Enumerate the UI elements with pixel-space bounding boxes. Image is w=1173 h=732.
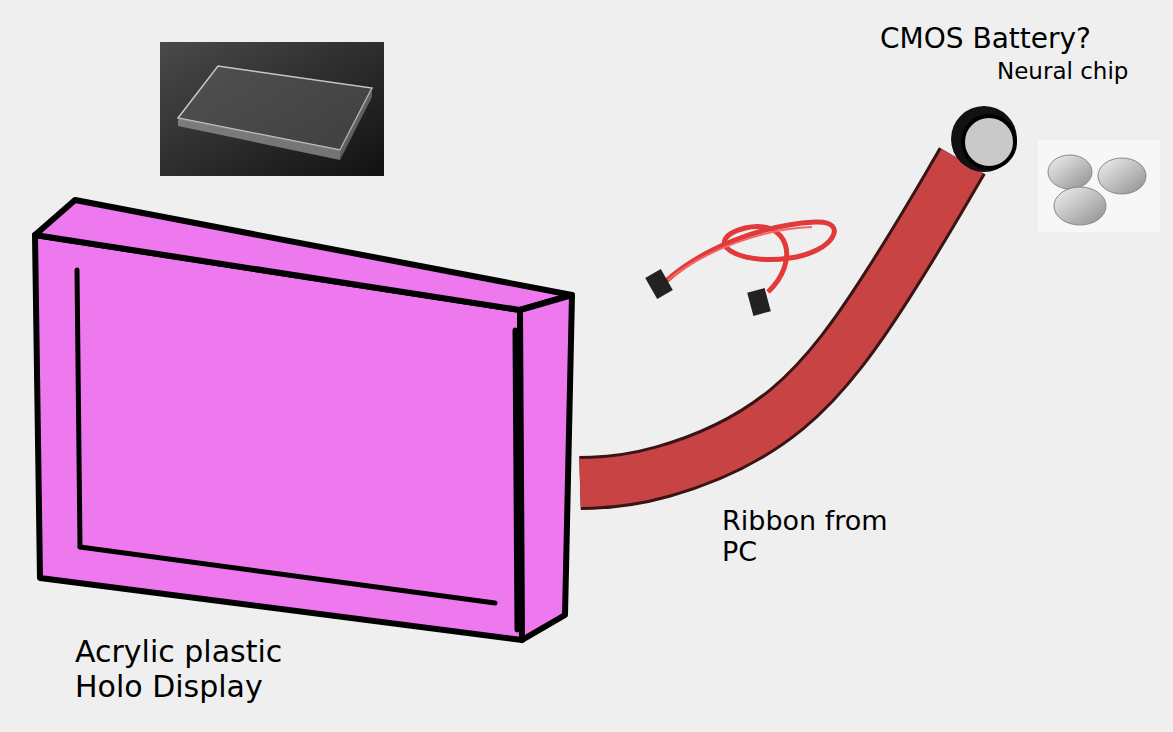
coin-cell <box>1054 187 1106 225</box>
battery-disc: CMOS Battery?Neural chip <box>955 110 1017 172</box>
coin-battery-photo <box>1038 140 1160 232</box>
ribbon-outline <box>580 161 962 483</box>
coin-cell <box>1098 158 1146 194</box>
photo-background <box>160 42 384 176</box>
acrylic-edge <box>340 88 372 160</box>
ribbon-cable <box>580 161 962 483</box>
ribbon-label: Ribbon from PC <box>722 505 912 567</box>
bezel-line <box>80 547 495 603</box>
acrylic-edge <box>178 118 340 160</box>
ribbon-connector <box>580 161 962 483</box>
top-face <box>35 200 572 310</box>
sata-connector <box>747 288 771 316</box>
acrylic-photo <box>160 42 384 176</box>
disc-outline <box>955 110 1017 172</box>
sata-wire <box>665 222 834 292</box>
coin-cell <box>1048 155 1092 189</box>
sata-connector <box>645 269 673 299</box>
disc-rim <box>951 106 1017 172</box>
handwritten-label: Acrylic plastic Holo Display <box>75 635 325 704</box>
handwritten-label: CMOS Battery? <box>880 23 1091 55</box>
photo-background <box>1038 140 1160 232</box>
handwritten-label: Neural chip <box>997 58 1128 84</box>
sata-cable-photo <box>645 222 834 316</box>
bezel-line <box>515 330 517 630</box>
holo-display-box: Acrylic plastic Holo Display <box>30 195 580 645</box>
bezel-line <box>77 270 80 547</box>
disc-face <box>963 116 1015 168</box>
sata-wire-highlight <box>668 227 812 280</box>
display-outline <box>30 195 580 645</box>
side-face <box>520 295 572 640</box>
